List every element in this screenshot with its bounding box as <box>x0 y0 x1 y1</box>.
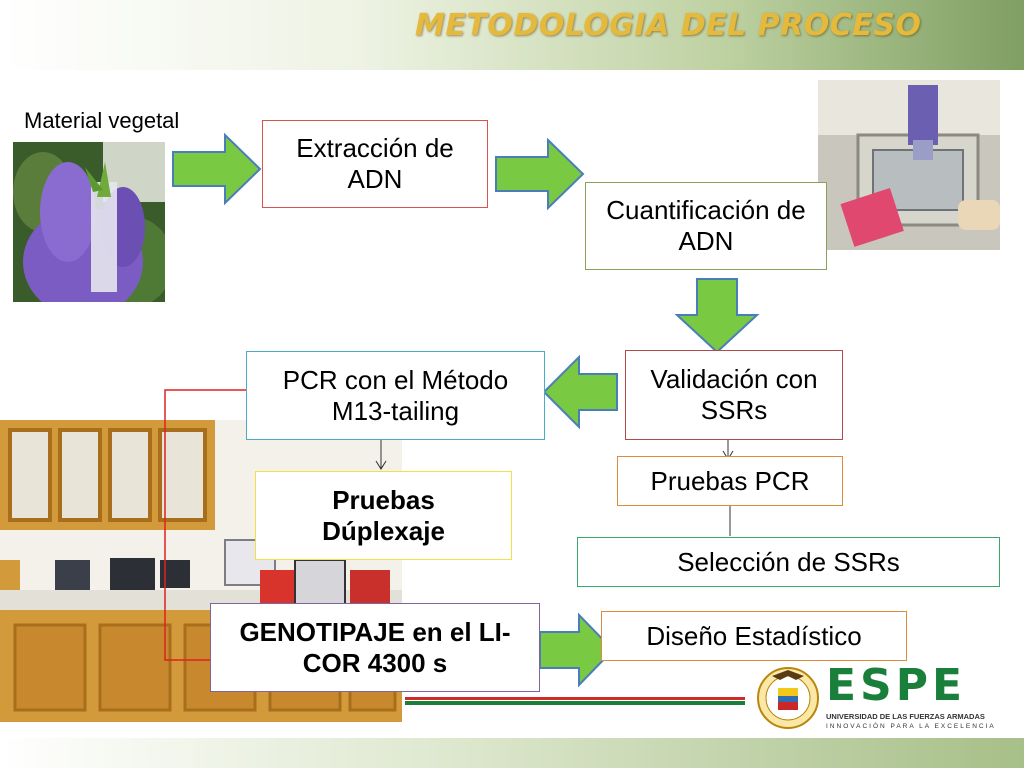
arrow-validacion-to-pcr <box>542 354 618 430</box>
arrow-cuantificacion-to-validacion <box>674 278 760 354</box>
cuantificacion-box: Cuantificación de ADN <box>585 182 827 270</box>
extraccion-box: Extracción de ADN <box>262 120 488 208</box>
genotipaje-label: GENOTIPAJE en el LI-COR 4300 s <box>239 616 511 678</box>
electrophoresis-photo <box>818 80 1000 250</box>
footer-stripe-green <box>405 701 745 705</box>
espe-logo: ESPE UNIVERSIDAD DE LAS FUERZAS ARMADAS … <box>752 662 1002 736</box>
page-title: METODOLOGIA DEL PROCESO <box>415 8 922 43</box>
diseno-label: Diseño Estadístico <box>646 620 862 651</box>
espe-tagline: INNOVACIÓN PARA LA EXCELENCIA <box>826 723 996 730</box>
plant-photo <box>13 142 165 302</box>
pcr-m13-box: PCR con el Método M13-tailing <box>246 351 545 440</box>
footer-stripe-red <box>405 697 745 700</box>
extraccion-label: Extracción de ADN <box>296 133 454 194</box>
espe-subtitle: UNIVERSIDAD DE LAS FUERZAS ARMADAS <box>826 712 985 721</box>
header-band <box>0 0 1024 70</box>
espe-wordmark: ESPE <box>826 660 967 711</box>
material-vegetal-label: Material vegetal <box>24 108 180 133</box>
espe-seal <box>757 667 819 729</box>
cuantificacion-label: Cuantificación de ADN <box>606 195 806 256</box>
seleccion-ssrs-label: Selección de SSRs <box>677 546 900 577</box>
pcr-m13-label: PCR con el Método M13-tailing <box>282 364 509 426</box>
pruebas-duplexaje-label: Pruebas Dúplexaje <box>322 484 445 546</box>
arrow-extraccion-to-cuantificacion <box>495 137 585 211</box>
pruebas-duplexaje-box: Pruebas Dúplexaje <box>255 471 512 560</box>
arrow-material-to-extraccion <box>172 132 262 206</box>
diseno-box: Diseño Estadístico <box>601 611 907 661</box>
pruebas-pcr-label: Pruebas PCR <box>650 465 810 496</box>
genotipaje-box: GENOTIPAJE en el LI-COR 4300 s <box>210 603 540 692</box>
validacion-box: Validación con SSRs <box>625 350 843 440</box>
footer-band <box>0 738 1024 768</box>
seleccion-ssrs-box: Selección de SSRs <box>577 537 1000 587</box>
pruebas-pcr-box: Pruebas PCR <box>617 456 843 506</box>
validacion-label: Validación con SSRs <box>650 364 818 425</box>
